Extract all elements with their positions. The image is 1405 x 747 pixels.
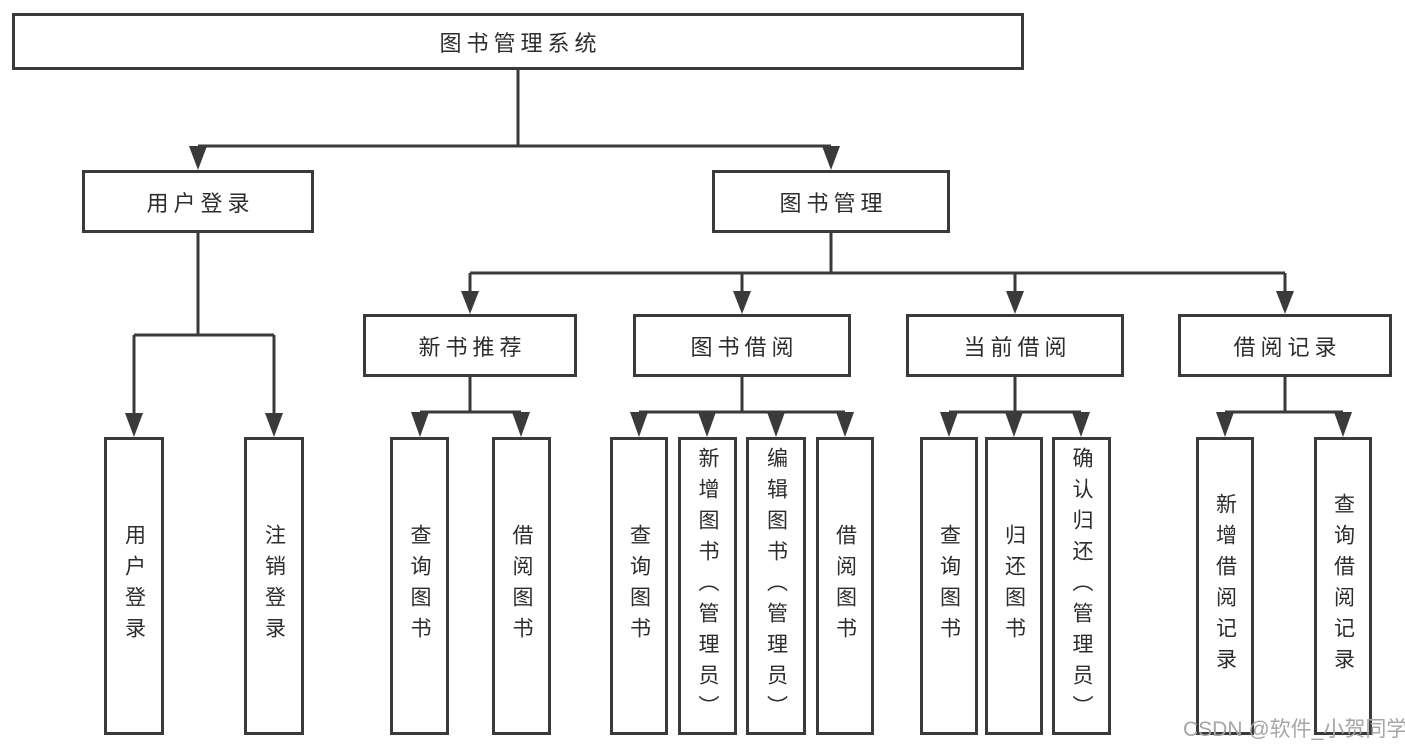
leaf-label: 注销登录 — [262, 524, 286, 648]
leaf-user-login: 用户登录 — [104, 437, 164, 735]
node-book-borrowing: 图书借阅 — [633, 314, 851, 377]
leaf-label: 借阅图书 — [510, 524, 533, 648]
leaf-edit-book-admin: 编辑图书（管理员） — [746, 437, 806, 735]
leaf-label: 查询借阅记录 — [1331, 493, 1355, 679]
leaf-label: 新增图书（管理员） — [696, 446, 719, 726]
connector-new-book-rec-children — [411, 377, 530, 437]
leaf-add-book-admin: 新增图书（管理员） — [678, 437, 737, 735]
leaf-label: 查询图书 — [937, 524, 961, 648]
leaf-query-books-recommend: 查询图书 — [390, 437, 449, 735]
node-book-management: 图书管理 — [712, 170, 950, 233]
node-user-login: 用户登录 — [82, 170, 314, 233]
connector-current-borrow-children — [940, 377, 1090, 437]
leaf-label: 编辑图书（管理员） — [764, 446, 788, 726]
leaf-label: 归还图书 — [1002, 524, 1026, 648]
watermark-text: CSDN @软件_小贺同学 — [1183, 718, 1405, 741]
connector-borrow-record-children — [1216, 377, 1352, 437]
leaf-confirm-return-admin: 确认归还（管理员） — [1052, 437, 1111, 735]
leaf-query-borrow-record: 查询借阅记录 — [1314, 437, 1372, 735]
leaf-label: 借阅图书 — [833, 524, 857, 648]
node-library-system: 图书管理系统 — [12, 13, 1024, 70]
leaf-logout: 注销登录 — [244, 437, 304, 735]
leaf-label: 新增借阅记录 — [1213, 493, 1237, 679]
leaf-borrow-books-borrowing: 借阅图书 — [816, 437, 874, 735]
node-new-book-recommend: 新书推荐 — [363, 314, 577, 377]
leaf-borrow-books-recommend: 借阅图书 — [492, 437, 551, 735]
leaf-label: 查询图书 — [408, 524, 431, 648]
node-current-borrowing: 当前借阅 — [906, 314, 1124, 377]
node-borrowing-records: 借阅记录 — [1178, 314, 1392, 377]
leaf-query-books-borrowing: 查询图书 — [610, 437, 668, 735]
leaf-label: 用户登录 — [122, 524, 146, 648]
connector-root-to-level2 — [189, 70, 840, 170]
leaf-label: 查询图书 — [627, 524, 651, 648]
leaf-query-books-current: 查询图书 — [920, 437, 978, 735]
connector-book-mgmt-children — [461, 233, 1294, 314]
leaf-add-borrow-record: 新增借阅记录 — [1196, 437, 1254, 735]
leaf-return-books: 归还图书 — [985, 437, 1043, 735]
connector-user-login-children — [125, 232, 283, 437]
leaf-label: 确认归还（管理员） — [1070, 446, 1093, 726]
connector-book-borrow-children — [630, 377, 854, 437]
